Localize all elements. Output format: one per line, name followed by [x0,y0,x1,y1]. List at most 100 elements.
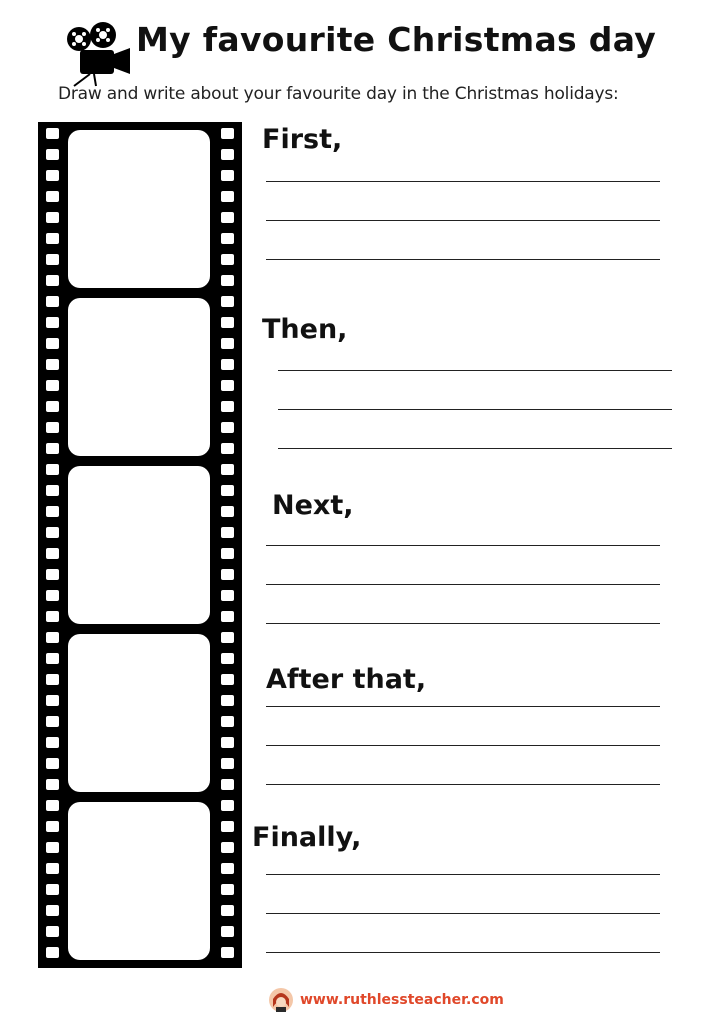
sprocket-hole [46,296,59,307]
writing-line[interactable] [266,623,660,624]
sprocket-hole [46,485,59,496]
drawing-frame-2[interactable] [68,298,210,456]
sprocket-hole [221,485,234,496]
writing-line[interactable] [266,220,660,221]
sprocket-hole [46,863,59,874]
sprocket-hole [221,170,234,181]
website-link[interactable]: www.ruthlessteacher.com [300,992,504,1008]
writing-line[interactable] [266,745,660,746]
sprocket-hole [221,149,234,160]
sprocket-hole [46,338,59,349]
film-strip [38,122,242,968]
prompt-after-that: After that, [266,664,427,695]
sprocket-hole [46,212,59,223]
writing-line[interactable] [266,874,660,875]
prompt-then: Then, [262,314,348,345]
sprocket-hole [221,632,234,643]
drawing-frame-3[interactable] [68,466,210,624]
sprocket-hole [46,380,59,391]
drawing-frame-1[interactable] [68,130,210,288]
sprocket-hole [221,569,234,580]
sprocket-hole [221,422,234,433]
prompt-finally: Finally, [252,822,362,853]
sprocket-hole [221,296,234,307]
sprocket-hole [46,233,59,244]
sprocket-hole [46,884,59,895]
sprocket-hole [46,527,59,538]
sprocket-hole [221,233,234,244]
drawing-frame-4[interactable] [68,634,210,792]
sprocket-hole [221,191,234,202]
sprocket-hole [221,779,234,790]
sprocket-hole [221,590,234,601]
sprocket-hole [221,254,234,265]
sprocket-hole [46,611,59,622]
sprocket-hole [221,863,234,874]
sprocket-hole [221,443,234,454]
sprocket-hole [46,149,59,160]
footer: www.ruthlessteacher.com [268,986,504,1014]
movie-camera-icon [67,22,130,87]
sprocket-hole [221,695,234,706]
sprocket-hole [221,905,234,916]
sprocket-hole [221,464,234,475]
sprocket-hole [221,821,234,832]
sprocket-hole [221,926,234,937]
sprocket-hole [46,254,59,265]
drawing-frame-5[interactable] [68,802,210,960]
sprocket-hole [221,527,234,538]
sprocket-hole [221,674,234,685]
writing-line[interactable] [266,584,660,585]
sprocket-hole [46,821,59,832]
sprocket-hole [221,506,234,517]
sprocket-hole [221,737,234,748]
sprocket-hole [46,170,59,181]
sprocket-hole [46,653,59,664]
sprocket-hole [46,779,59,790]
sprocket-hole [46,842,59,853]
sprocket-hole [221,317,234,328]
sprocket-hole [221,800,234,811]
writing-line[interactable] [266,181,660,182]
sprocket-hole [46,737,59,748]
writing-line[interactable] [278,370,672,371]
sprocket-hole [221,653,234,664]
sprocket-hole [46,548,59,559]
writing-line[interactable] [278,448,672,449]
sprocket-hole [221,359,234,370]
page-title: My favourite Christmas day [136,20,657,59]
sprocket-hole [221,212,234,223]
writing-line[interactable] [266,706,660,707]
sprocket-hole [46,926,59,937]
sprocket-hole [221,380,234,391]
sprocket-hole [46,590,59,601]
sprocket-hole [221,128,234,139]
sprocket-hole [46,401,59,412]
prompt-next: Next, [272,490,354,521]
sprocket-hole [221,758,234,769]
sprocket-hole [46,905,59,916]
prompt-first: First, [262,124,343,155]
sprocket-hole [46,674,59,685]
sprocket-hole [46,758,59,769]
sprocket-hole [46,359,59,370]
writing-line[interactable] [266,784,660,785]
sprocket-hole [46,506,59,517]
writing-line[interactable] [266,913,660,914]
sprocket-hole [46,464,59,475]
sprocket-hole [46,947,59,958]
sprocket-hole [46,716,59,727]
sprocket-hole [221,947,234,958]
sprocket-hole [46,275,59,286]
sprocket-hole [46,800,59,811]
sprocket-hole [221,716,234,727]
sprocket-hole [46,422,59,433]
teacher-avatar-icon [269,988,293,1012]
writing-line[interactable] [266,545,660,546]
writing-line[interactable] [266,952,660,953]
sprocket-hole [46,632,59,643]
writing-line[interactable] [278,409,672,410]
sprocket-hole [221,275,234,286]
sprocket-hole [221,842,234,853]
writing-line[interactable] [266,259,660,260]
